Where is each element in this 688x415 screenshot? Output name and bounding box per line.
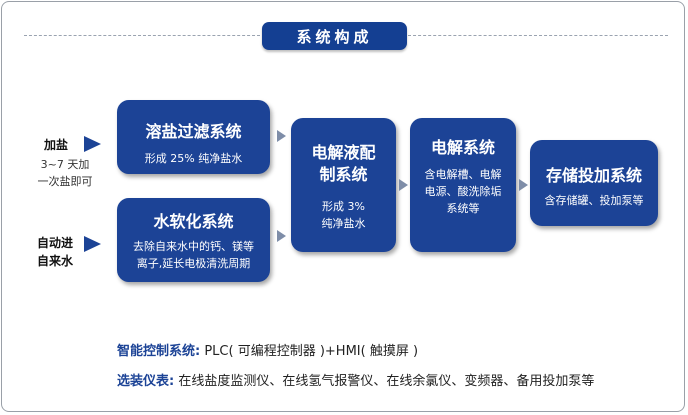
water-label-line: 自动进 [36,236,73,250]
box-desc-line: 含电解槽、电解 [424,168,502,181]
control-system-key: 智能控制系统: [117,344,201,359]
salt-input-label: 加盐 [44,138,69,152]
box-desc-line: 形成 3% [322,200,365,213]
water-input-label: 自动进 自来水 [28,234,82,270]
box-desc: 含存储罐、投加泵等 [544,194,644,207]
box-desc-line: 纯净盐水 [321,217,366,230]
flow-arrow-icon [277,130,286,142]
header-divider-left [24,35,260,36]
box-desc-line: 电源、酸洗除垢 [424,185,502,198]
box-title: 溶盐过滤系统 [145,122,242,141]
salt-note-line: 一次盐即可 [37,175,93,188]
box-title: 水软化系统 [153,212,234,231]
mixing-box: 电解液配 制系统 形成 3% 纯净盐水 [291,118,396,252]
electrolysis-box: 电解系统 含电解槽、电解 电源、酸洗除垢 系统等 [410,118,516,252]
box-desc: 形成 3% 纯净盐水 [291,198,396,232]
salt-input-note: 3~7 天加 一次盐即可 [30,156,100,190]
optional-instruments-line: 选装仪表: 在线盐度监测仪、在线氢气报警仪、在线余氯仪、变频器、备用投加泵等 [117,370,594,389]
box-desc: 含电解槽、电解 电源、酸洗除垢 系统等 [410,166,516,217]
flow-arrow-icon [519,179,528,191]
salt-input-arrow-icon [84,136,101,152]
box-title: 电解系统 [430,138,495,157]
control-system-value: PLC( 可编程控制器 )+HMI( 触摸屏 ) [200,344,419,359]
box-desc-line: 系统等 [446,202,480,215]
softener-box: 水软化系统 去除自来水中的钙、镁等 离子,延长电极清洗周期 [117,198,270,282]
box-title-line: 电解液配 [311,143,376,162]
water-label-line: 自来水 [36,254,73,268]
salt-note-line: 3~7 天加 [40,158,90,171]
water-input-arrow-icon [84,236,101,252]
control-system-line: 智能控制系统: PLC( 可编程控制器 )+HMI( 触摸屏 ) [117,340,418,359]
storage-box: 存储投加系统 含存储罐、投加泵等 [530,140,658,226]
flow-arrow-icon [277,230,286,242]
box-title: 存储投加系统 [545,166,642,185]
optional-instruments-key: 选装仪表: [117,374,175,389]
optional-instruments-value: 在线盐度监测仪、在线氢气报警仪、在线余氯仪、变频器、备用投加泵等 [174,374,595,389]
box-title-line: 制系统 [319,165,368,184]
box-title: 电解液配 制系统 [291,142,396,186]
header-title: 系统构成 [262,22,407,50]
box-desc: 形成 25% 纯净盐水 [144,152,243,165]
salt-filter-box: 溶盐过滤系统 形成 25% 纯净盐水 [117,100,270,174]
box-desc-line: 去除自来水中的钙、镁等 [133,240,254,253]
box-desc: 去除自来水中的钙、镁等 离子,延长电极清洗周期 [117,238,270,272]
box-desc-line: 离子,延长电极清洗周期 [136,257,251,270]
header-divider-right [408,35,668,36]
flow-arrow-icon [399,179,408,191]
